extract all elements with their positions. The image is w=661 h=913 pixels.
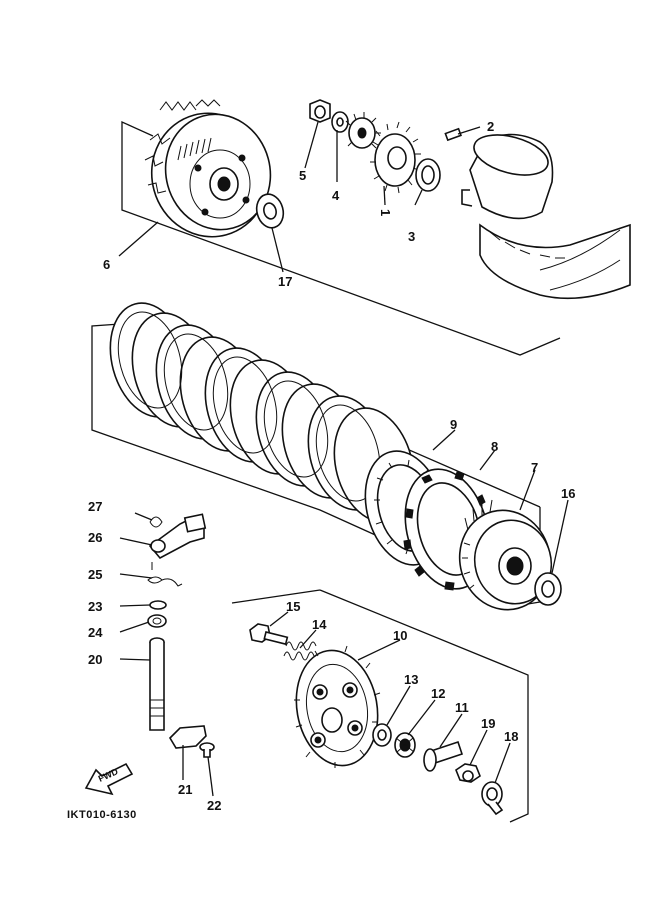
callout-11: 11 [455, 700, 469, 715]
oil-seal-24 [147, 614, 167, 628]
callout-18: 18 [504, 729, 518, 744]
callout-27: 27 [88, 499, 102, 514]
spring-27 [149, 516, 163, 528]
washer-3 [415, 158, 441, 192]
callout-15: 15 [286, 599, 300, 614]
callout-13: 13 [404, 672, 418, 687]
key-2 [444, 127, 462, 142]
nut-19 [455, 763, 481, 783]
push-lever-26 [148, 513, 207, 560]
push-lever-shaft-20 [149, 637, 165, 731]
callout-17: 17 [278, 274, 292, 289]
pressure-plate-10 [294, 645, 381, 768]
callout-20: 20 [88, 652, 102, 667]
pressure-plate-frame [231, 589, 529, 823]
washer-23 [149, 600, 167, 610]
bolt-15 [249, 623, 289, 646]
primary-drive-gear-1 [370, 121, 421, 194]
crankshaft-illustration [461, 133, 631, 300]
callout-21: 21 [178, 782, 192, 797]
clutch-boss-7 [458, 499, 553, 611]
screw-22 [199, 742, 215, 758]
spring-14 [283, 641, 317, 661]
top-group-frame [121, 120, 561, 356]
callout-16: 16 [561, 486, 575, 501]
callout-4: 4 [332, 188, 340, 203]
callout-2: 2 [487, 119, 494, 134]
callout-7: 7 [531, 460, 538, 475]
gear-small [345, 112, 381, 149]
push-rod-11 [423, 740, 464, 772]
callout-3: 3 [408, 229, 415, 244]
callout-labels: 1 2 3 4 5 6 7 8 9 10 11 12 13 14 15 16 1… [88, 119, 575, 813]
thrust-washer-17 [255, 193, 285, 229]
callout-26: 26 [88, 530, 102, 545]
washer-4 [331, 111, 349, 133]
callout-25: 25 [88, 567, 102, 582]
bearing-12 [394, 732, 416, 758]
fwd-arrow-icon: FWD [84, 762, 134, 796]
callout-8: 8 [491, 439, 498, 454]
lock-washer-18 [481, 781, 504, 816]
callout-10: 10 [393, 628, 407, 643]
drawing-code: IKT010-6130 [67, 809, 137, 821]
callout-14: 14 [312, 617, 327, 632]
plate-21 [168, 725, 207, 749]
leader-lines [118, 121, 569, 797]
callout-5: 5 [299, 168, 306, 183]
callout-19: 19 [481, 716, 495, 731]
callout-22: 22 [207, 798, 221, 813]
nut-5 [309, 99, 331, 123]
washer-13 [372, 723, 392, 747]
callout-12: 12 [431, 686, 445, 701]
clutch-housing [144, 99, 272, 238]
lock-washer-16 [534, 572, 562, 606]
callout-23: 23 [88, 599, 102, 614]
callout-9: 9 [450, 417, 457, 432]
callout-24: 24 [88, 625, 103, 640]
callout-1: 1 [378, 209, 393, 216]
spring-25 [147, 562, 183, 587]
callout-6: 6 [103, 257, 110, 272]
